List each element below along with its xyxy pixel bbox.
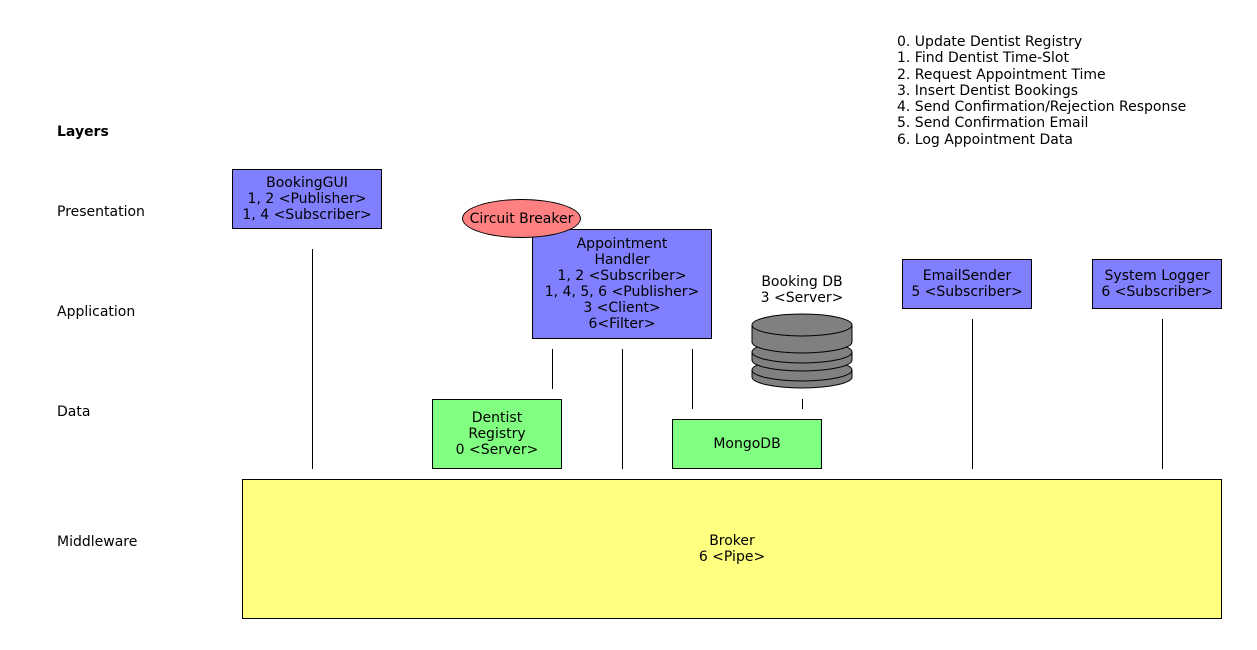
legend-item-4: 4. Send Confirmation/Rejection Response	[897, 99, 1187, 116]
booking-db-role: 3 <Server>	[760, 290, 844, 306]
connector-systemlogger-broker	[1162, 319, 1163, 469]
connector-bookingdb-mongodb	[802, 399, 803, 409]
appointment-handler-role-client: 3 <Client>	[583, 300, 661, 316]
booking-gui-component: BookingGUI 1, 2 <Publisher> 1, 4 <Subscr…	[232, 169, 382, 229]
layers-title: Layers	[57, 124, 109, 140]
email-sender-component: EmailSender 5 <Subscriber>	[902, 259, 1032, 309]
layer-data: Data	[57, 404, 91, 420]
system-logger-component: System Logger 6 <Subscriber>	[1092, 259, 1222, 309]
connector-handler-mongodb	[692, 349, 693, 409]
booking-db-name: Booking DB	[761, 274, 843, 290]
broker-role: 6 <Pipe>	[698, 549, 766, 565]
connector-handler-registry	[552, 349, 553, 389]
connector-emailsender-broker	[972, 319, 973, 469]
legend-item-1: 1. Find Dentist Time-Slot	[897, 50, 1069, 67]
legend-item-0: 0. Update Dentist Registry	[897, 34, 1083, 50]
broker-middleware: Broker 6 <Pipe>	[242, 479, 1222, 619]
legend-item-2: 2. Request Appointment Time	[897, 66, 1106, 83]
layer-presentation: Presentation	[57, 204, 145, 220]
database-icon	[751, 313, 853, 389]
layer-middleware: Middleware	[57, 534, 138, 550]
booking-gui-role-publisher: 1, 2 <Publisher>	[247, 191, 367, 207]
mongodb-name: MongoDB	[713, 436, 781, 452]
booking-gui-name: BookingGUI	[266, 175, 348, 191]
layer-application: Application	[57, 304, 136, 320]
legend-item-6: 6. Log Appointment Data	[897, 131, 1073, 148]
appointment-handler-component: Appointment Handler 1, 2 <Subscriber> 1,…	[532, 229, 712, 339]
email-sender-role: 5 <Subscriber>	[911, 284, 1023, 300]
appointment-handler-role-subscriber: 1, 2 <Subscriber>	[557, 268, 687, 284]
dentist-registry-name-2: Registry	[468, 426, 526, 442]
email-sender-name: EmailSender	[922, 268, 1012, 284]
system-logger-name: System Logger	[1104, 268, 1210, 284]
legend-item-5: 5. Send Confirmation Email	[897, 115, 1089, 132]
dentist-registry-component: Dentist Registry 0 <Server>	[432, 399, 562, 469]
system-logger-role: 6 <Subscriber>	[1101, 284, 1213, 300]
appointment-handler-name-2: Handler	[594, 252, 650, 268]
appointment-handler-role-publisher: 1, 4, 5, 6 <Publisher>	[544, 284, 700, 300]
booking-db-label: Booking DB 3 <Server>	[742, 274, 862, 306]
legend-item-3: 3. Insert Dentist Bookings	[897, 82, 1079, 99]
mongodb-component: MongoDB	[672, 419, 822, 469]
appointment-handler-role-filter: 6<Filter>	[588, 316, 656, 332]
circuit-breaker: Circuit Breaker	[462, 199, 581, 238]
appointment-handler-name-1: Appointment	[576, 236, 668, 252]
legend: 0. Update Dentist Registry 1. Find Denti…	[897, 34, 1186, 148]
booking-gui-role-subscriber: 1, 4 <Subscriber>	[242, 207, 372, 223]
dentist-registry-role: 0 <Server>	[455, 442, 539, 458]
dentist-registry-name-1: Dentist	[471, 410, 523, 426]
broker-name: Broker	[709, 533, 755, 549]
connector-bookinggui-broker	[312, 249, 313, 469]
connector-handler-broker	[622, 349, 623, 469]
